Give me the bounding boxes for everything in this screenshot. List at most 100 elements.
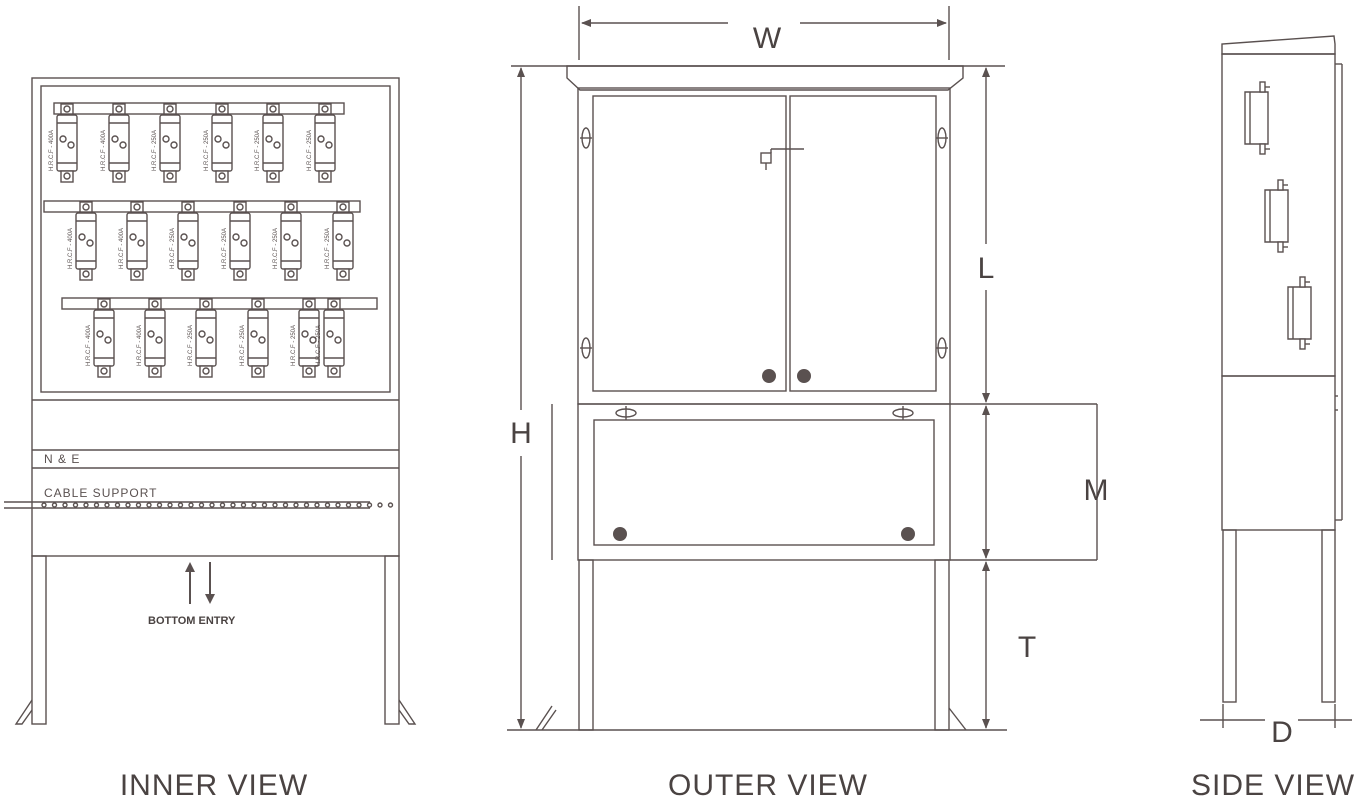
fuse-holder: H.R.C.F - 250A bbox=[316, 298, 345, 378]
dim-l-label: L bbox=[978, 252, 995, 285]
ne-label: N & E bbox=[44, 452, 80, 466]
fuse-rating-label: H.R.C.F - 400A bbox=[137, 325, 143, 366]
fuse-holder: H.R.C.F - 250A bbox=[204, 103, 233, 183]
cable-hole bbox=[51, 502, 58, 508]
fuse-holder: H.R.C.F - 250A bbox=[273, 201, 302, 281]
outer-upper-body bbox=[577, 87, 951, 405]
inner-right-leg bbox=[384, 555, 400, 725]
cable-hole bbox=[125, 502, 131, 508]
fuse-rating-label: H.R.C.F - 250A bbox=[240, 325, 246, 366]
cable-hole bbox=[41, 502, 47, 508]
fuse-holder: H.R.C.F - 250A bbox=[188, 298, 217, 378]
cable-hole bbox=[314, 502, 320, 508]
cable-hole bbox=[261, 502, 268, 508]
cable-hole bbox=[146, 502, 152, 508]
cable-hole bbox=[377, 502, 383, 508]
fuse-holder: H.R.C.F - 250A bbox=[255, 103, 284, 183]
fuse-holder: H.R.C.F - 400A bbox=[49, 103, 78, 183]
fuse-rating-label: H.R.C.F - 250A bbox=[170, 228, 176, 269]
cable-hole bbox=[167, 502, 173, 508]
bottom-entry-label: BOTTOM ENTRY bbox=[148, 615, 236, 627]
cable-hole bbox=[335, 502, 341, 508]
cable-hole bbox=[324, 502, 331, 508]
inner-left-foot bbox=[14, 699, 33, 725]
cable-hole bbox=[83, 502, 89, 508]
w-arrow-left bbox=[581, 19, 591, 27]
fuse-holder: H.R.C.F - 250A bbox=[152, 103, 181, 183]
cable-hole bbox=[293, 502, 299, 508]
fuse-holder: H.R.C.F - 250A bbox=[307, 103, 336, 183]
hinge-icon bbox=[936, 337, 948, 359]
side-right-leg bbox=[1321, 529, 1336, 703]
fuse-holder: H.R.C.F - 400A bbox=[119, 201, 148, 281]
fuse-rating-label: H.R.C.F - 400A bbox=[68, 228, 74, 269]
fuse-holder: H.R.C.F - 400A bbox=[101, 103, 130, 183]
hinge-icon bbox=[936, 127, 948, 149]
fuse-rating-label: H.R.C.F - 250A bbox=[222, 228, 228, 269]
fuse-holder: H.R.C.F - 250A bbox=[240, 298, 269, 378]
busbar-row-1 bbox=[53, 102, 345, 115]
cable-hole bbox=[387, 502, 394, 508]
fuse-rating-label: H.R.C.F - 250A bbox=[291, 325, 297, 366]
fuse-rating-label: H.R.C.F - 250A bbox=[273, 228, 279, 269]
cable-hole bbox=[156, 502, 163, 508]
cable-hole bbox=[272, 502, 278, 508]
fuse-rating-label: H.R.C.F - 400A bbox=[86, 325, 92, 366]
t-arrow-bottom bbox=[982, 719, 990, 729]
entry-arrow-down-head bbox=[205, 594, 215, 604]
fuse-holder: H.R.C.F - 250A bbox=[325, 201, 354, 281]
fuse-rating-label: H.R.C.F - 250A bbox=[307, 130, 313, 171]
dim-t-label: T bbox=[1018, 631, 1036, 664]
w-arrow-right bbox=[937, 19, 947, 27]
l-arrow-bottom bbox=[982, 393, 990, 403]
lower-hinge-icon bbox=[615, 406, 637, 420]
fuse-holder: H.R.C.F - 250A bbox=[291, 298, 320, 378]
side-view-title: SIDE VIEW bbox=[1191, 769, 1355, 802]
cable-hole bbox=[230, 502, 236, 508]
outer-view: W H L M T OUTER VIEW bbox=[507, 6, 1109, 802]
fuse-holder: H.R.C.F - 400A bbox=[68, 201, 97, 281]
side-left-leg bbox=[1222, 529, 1237, 703]
lower-panel bbox=[593, 419, 935, 546]
side-handle-icon bbox=[1244, 81, 1270, 155]
outer-view-title: OUTER VIEW bbox=[668, 769, 868, 802]
fuse-holder: H.R.C.F - 400A bbox=[86, 298, 115, 378]
dim-d-label: D bbox=[1271, 716, 1293, 749]
cable-hole bbox=[72, 502, 79, 508]
inner-cabinet-outline bbox=[31, 77, 400, 557]
lower-panel-screw-left bbox=[613, 527, 627, 541]
fuse-rating-label: H.R.C.F - 250A bbox=[152, 130, 158, 171]
fuse-holder: H.R.C.F - 250A bbox=[170, 201, 199, 281]
outer-right-foot bbox=[948, 707, 967, 731]
cable-hole bbox=[366, 502, 373, 508]
cable-hole bbox=[104, 502, 110, 508]
fuse-rating-label: H.R.C.F - 400A bbox=[119, 228, 125, 269]
fuse-rating-label: H.R.C.F - 250A bbox=[325, 228, 331, 269]
busbar-row-2 bbox=[43, 200, 361, 213]
dim-w-label: W bbox=[753, 22, 782, 55]
inner-panel bbox=[40, 85, 391, 393]
cable-hole bbox=[240, 502, 247, 508]
h-arrow-bottom bbox=[517, 719, 525, 729]
hinge-icon bbox=[580, 337, 592, 359]
fuse-rating-label: H.R.C.F - 250A bbox=[255, 130, 261, 171]
lower-panel-screw-right bbox=[901, 527, 915, 541]
inner-right-foot bbox=[398, 699, 417, 725]
cable-hole bbox=[219, 502, 226, 508]
side-handle-icon bbox=[1264, 179, 1289, 253]
cable-support-holes bbox=[41, 502, 394, 508]
fuse-rating-label: H.R.C.F - 250A bbox=[316, 325, 322, 366]
cable-hole bbox=[177, 502, 184, 508]
dim-m-label: M bbox=[1084, 474, 1109, 507]
m-arrow-top bbox=[982, 405, 990, 415]
left-door bbox=[592, 95, 787, 392]
fuse-holder: H.R.C.F - 400A bbox=[137, 298, 166, 378]
cable-hole bbox=[356, 502, 362, 508]
inner-left-leg bbox=[31, 555, 47, 725]
outer-right-leg bbox=[934, 559, 950, 731]
side-view: D SIDE VIEW bbox=[1191, 35, 1355, 802]
cable-hole bbox=[188, 502, 194, 508]
t-arrow-top bbox=[982, 561, 990, 571]
inner-view-title: INNER VIEW bbox=[120, 769, 308, 802]
